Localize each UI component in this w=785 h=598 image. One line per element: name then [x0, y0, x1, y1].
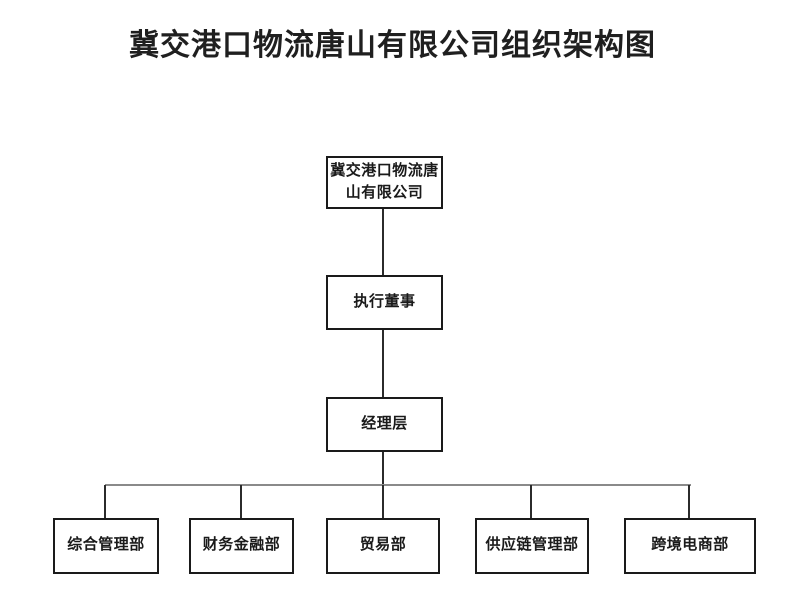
- connector-drop-supply-chain: [530, 485, 532, 518]
- org-node-executive-director: 执行董事: [326, 275, 443, 330]
- org-node-dept-label: 贸易部: [359, 537, 407, 554]
- org-node-dept-trade: 贸易部: [326, 518, 440, 574]
- connector-root-to-executive: [382, 209, 384, 275]
- org-node-company-label: 冀交港口物流唐山有限公司: [330, 162, 439, 201]
- connector-management-to-rail: [382, 452, 384, 485]
- org-node-dept-supply-chain: 供应链管理部: [475, 518, 589, 574]
- org-node-dept-cross-border-ecommerce: 跨境电商部: [624, 518, 756, 574]
- org-node-company-root: 冀交港口物流唐山有限公司: [326, 156, 443, 209]
- connector-executive-to-management: [382, 330, 384, 397]
- connector-horizontal-rail: [105, 484, 691, 486]
- org-node-dept-finance: 财务金融部: [189, 518, 294, 574]
- org-node-dept-label: 财务金融部: [202, 537, 281, 554]
- page-title: 冀交港口物流唐山有限公司组织架构图: [129, 29, 656, 62]
- connector-drop-finance: [240, 485, 242, 518]
- connector-drop-general-management: [104, 485, 106, 518]
- org-node-dept-general-management: 综合管理部: [53, 518, 159, 574]
- org-node-dept-label: 供应链管理部: [485, 537, 579, 554]
- org-node-management-level-label: 经理层: [361, 415, 408, 432]
- org-node-executive-director-label: 执行董事: [353, 293, 416, 310]
- org-node-management-level: 经理层: [326, 397, 443, 452]
- org-node-dept-label: 综合管理部: [67, 537, 145, 554]
- connector-drop-cross-border-ecommerce: [688, 485, 690, 518]
- org-node-dept-label: 跨境电商部: [651, 537, 729, 554]
- connector-drop-trade: [382, 485, 384, 518]
